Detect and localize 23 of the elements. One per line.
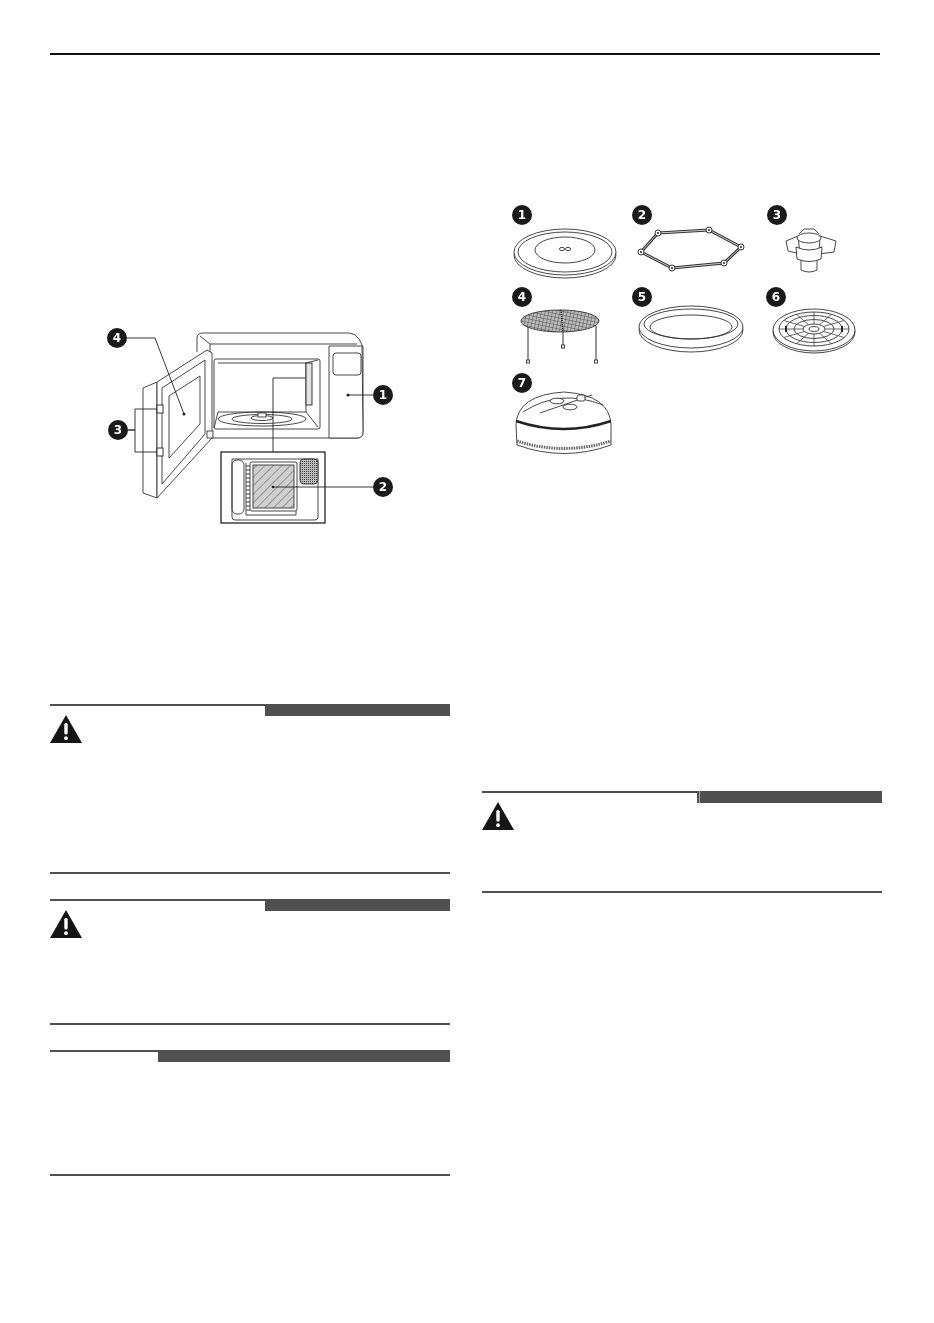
leader-line (272, 377, 307, 453)
callout-number: 4 (107, 328, 127, 348)
door-window (168, 375, 201, 459)
control-panel (328, 345, 364, 439)
callout-number: 6 (766, 287, 786, 307)
leader-line (127, 429, 158, 453)
hatched-cover-plate (252, 464, 295, 509)
callout-number: 4 (512, 287, 532, 307)
callout-number: 2 (632, 205, 652, 225)
detail-inset (221, 452, 325, 523)
callout-number: 3 (767, 205, 787, 225)
callout-number: 3 (108, 420, 128, 440)
callout-number: 7 (512, 373, 532, 393)
leader-line (272, 486, 374, 488)
leader-line (126, 337, 185, 415)
callout-number: 2 (373, 477, 393, 497)
door-hinge (156, 447, 164, 457)
door-hinge (156, 404, 164, 414)
callout-number: 5 (632, 287, 652, 307)
callout-number: 1 (512, 205, 532, 225)
cover-plate (305, 362, 313, 406)
leader-line (347, 394, 374, 396)
callout-number: 1 (373, 385, 393, 405)
